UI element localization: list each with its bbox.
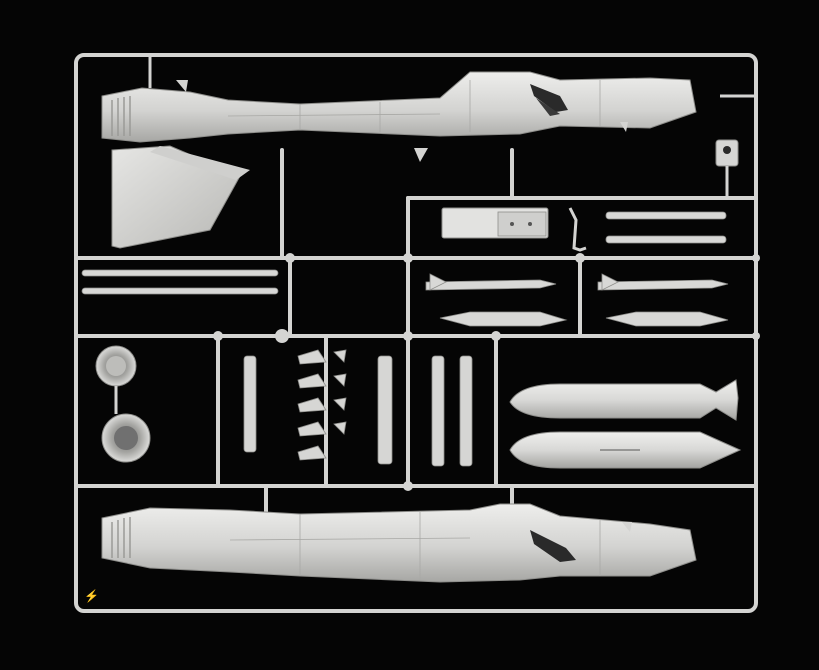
missile-parts — [425, 273, 729, 327]
sprue-frame — [74, 53, 758, 613]
gate-nubs — [213, 253, 760, 491]
rail-parts — [81, 211, 727, 295]
sprue-mark: ⚡ — [84, 589, 99, 603]
fuselage-lower — [101, 503, 697, 583]
block-part — [441, 207, 587, 252]
small-pieces — [243, 349, 473, 467]
exhaust-nozzles — [95, 345, 151, 463]
small-bracket-part — [715, 139, 739, 198]
fuselage-upper — [101, 55, 756, 249]
drop-tanks — [509, 379, 742, 469]
